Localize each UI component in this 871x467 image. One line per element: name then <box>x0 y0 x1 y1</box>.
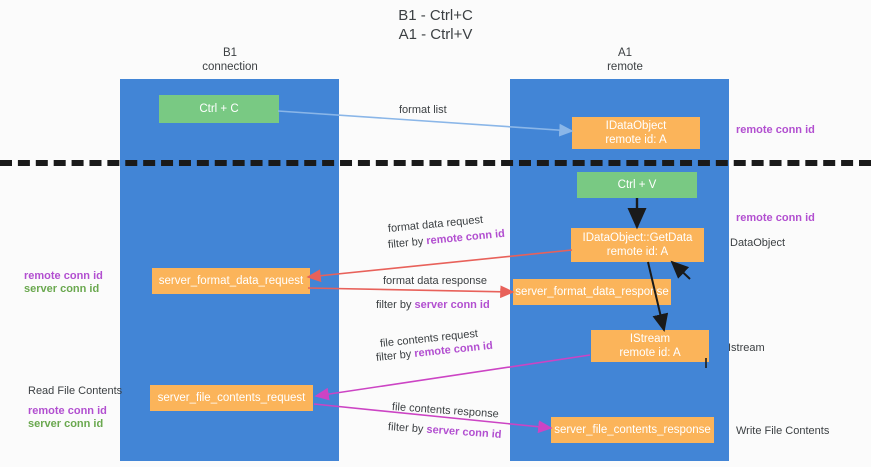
filter-key-server-conn-id: server conn id <box>414 299 490 311</box>
node-ctrl-v[interactable]: Ctrl + V <box>577 172 697 198</box>
edge-label-file-contents-response-filter: filter by server conn id <box>388 420 502 442</box>
annotation-left-remote-conn-id-mid: remote conn id <box>24 270 103 282</box>
edge-label-format-data-response-filter: filter by server conn id <box>376 298 490 312</box>
node-server-file-contents-request[interactable]: server_file_contents_request <box>150 385 313 411</box>
annotation-remote-conn-id-mid: remote conn id <box>736 212 815 224</box>
edge-label-file-contents-response: file contents response <box>391 401 500 421</box>
node-server-format-data-request[interactable]: server_format_data_request <box>152 268 310 294</box>
filter-prefix: filter by <box>376 299 415 311</box>
column-header-a1: A1 remote <box>607 47 643 73</box>
annotation-read-file-contents: Read File Contents <box>28 385 123 397</box>
edge-label-format-data-response: format data response <box>383 275 487 287</box>
filter-prefix: filter by <box>375 348 415 364</box>
node-istream[interactable]: IStream remote id: A <box>591 330 709 362</box>
node-server-file-contents-response[interactable]: server_file_contents_response <box>551 417 714 443</box>
column-header-b1: B1 connection <box>202 47 258 73</box>
annotation-left-server-conn-id-bottom: server conn id <box>28 418 104 430</box>
edge-label-format-list: format list <box>399 104 447 116</box>
annotation-dataobject: DataObject <box>730 237 786 249</box>
annotation-left-remote-conn-id-bottom: remote conn id <box>28 405 107 417</box>
filter-prefix: filter by <box>387 235 427 251</box>
annotation-remote-conn-id-top: remote conn id <box>736 124 815 136</box>
node-ctrl-c[interactable]: Ctrl + C <box>159 95 279 123</box>
annotation-left-server-conn-id-mid: server conn id <box>24 283 100 295</box>
node-server-format-data-response[interactable]: server_format_data_response <box>513 279 671 305</box>
filter-key-server-conn-id: server conn id <box>426 423 502 441</box>
annotation-write-file-contents: Write File Contents <box>736 425 830 437</box>
node-idataobject[interactable]: IDataObject remote id: A <box>572 117 700 149</box>
filter-prefix: filter by <box>387 421 427 436</box>
page-title: B1 - Ctrl+C A1 - Ctrl+V <box>398 7 473 43</box>
node-idataobject-getdata[interactable]: IDataObject::GetData remote id: A <box>571 228 704 262</box>
phase-separator <box>0 160 871 166</box>
annotation-istream: Istream <box>728 342 765 354</box>
